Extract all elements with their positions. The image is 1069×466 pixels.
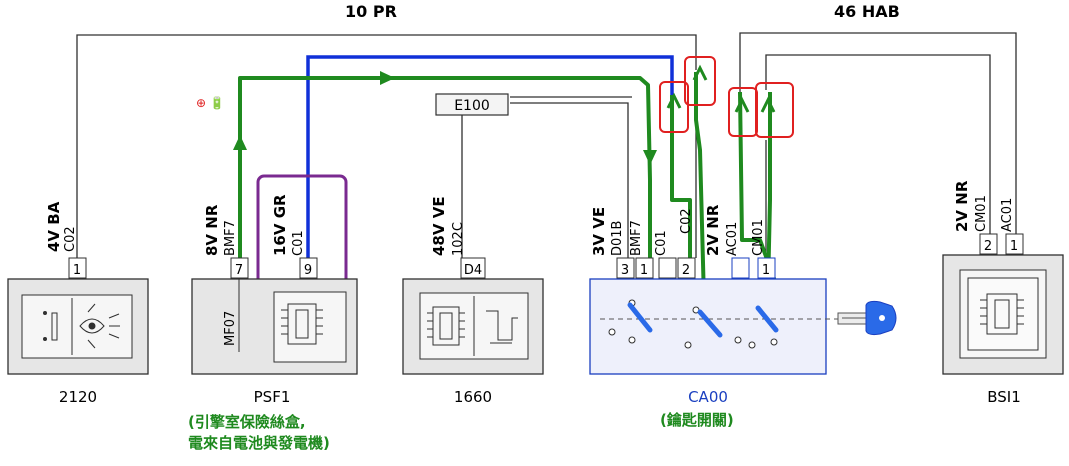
wire-46hab xyxy=(739,32,1017,234)
ca00-caption: (鑰匙開關) xyxy=(660,411,734,429)
svg-text:D4: D4 xyxy=(464,263,482,278)
pin-ca00-1: 1 xyxy=(635,257,654,279)
pin-bsi1-2: 2 xyxy=(979,233,998,255)
psf1-caption-line2: 電來自電池與發電機) xyxy=(188,434,330,452)
highlight-c02 xyxy=(684,56,716,106)
pin-psf1-9: 9 xyxy=(299,257,318,279)
label-ac01-bsi1: AC01 xyxy=(1000,198,1015,232)
pin-ca00-ac01 xyxy=(731,257,750,279)
highlight-c01 xyxy=(659,81,689,133)
label-c02-ca00: C02 xyxy=(679,208,694,234)
label-c01-ca00: C01 xyxy=(654,230,669,256)
pin-2120-1: 1 xyxy=(68,257,87,279)
svg-text:9: 9 xyxy=(304,263,312,278)
pin-ca00-3: 3 xyxy=(616,257,635,279)
blue-current-path xyxy=(306,55,674,258)
highlight-cm01 xyxy=(755,82,794,138)
pin-ca00-2: 2 xyxy=(677,257,696,279)
headlight-switch-icon xyxy=(79,303,120,349)
switch-blades xyxy=(627,302,779,338)
svg-text:3: 3 xyxy=(621,263,629,278)
component-ca00-label: CA00 xyxy=(688,388,728,406)
label-2v-nr-ca00: 2V NR xyxy=(704,204,722,256)
arrow-up-icon xyxy=(233,135,247,150)
component-psf1: MF07 xyxy=(191,278,358,375)
component-1660-label: 1660 xyxy=(454,388,492,406)
label-102c: 102C xyxy=(451,222,466,256)
green-arrows xyxy=(233,71,657,165)
svg-text:7: 7 xyxy=(235,263,243,278)
actuator-icon xyxy=(486,310,518,344)
e100-box xyxy=(435,93,509,116)
pin-ca00-c01 xyxy=(658,257,677,279)
chip-icon xyxy=(281,303,323,345)
pin-bsi1-1: 1 xyxy=(1005,233,1024,255)
label-ac01-ca00: AC01 xyxy=(725,222,740,256)
key-icon xyxy=(837,300,897,336)
svg-text:1: 1 xyxy=(73,263,81,278)
label-2v-nr-bsi1: 2V NR xyxy=(953,180,971,232)
label-cm01-bsi1: CM01 xyxy=(974,195,989,232)
label-c02-2120: C02 xyxy=(63,226,78,252)
svg-text:2: 2 xyxy=(984,239,992,254)
label-4v-ba: 4V BA xyxy=(45,201,63,252)
red-highlights xyxy=(659,56,794,138)
black-wires xyxy=(76,32,1017,258)
pin-1660-d4: D4 xyxy=(460,257,486,279)
component-bsi1-label: BSI1 xyxy=(987,388,1021,406)
label-c01-psf1: C01 xyxy=(291,230,306,256)
wire-cm01 xyxy=(765,54,991,234)
psf1-caption: (引擎室保險絲盒, 電來自電池與發電機) xyxy=(188,412,330,454)
battery-plus-icon: ⊕ 🔋 xyxy=(196,96,225,110)
label-8v-nr: 8V NR xyxy=(203,204,221,256)
component-bsi1 xyxy=(942,254,1064,375)
svg-text:1: 1 xyxy=(640,263,648,278)
label-48v-ve: 48V VE xyxy=(430,196,448,256)
label-d01b: D01B xyxy=(610,221,625,256)
label-3v-ve: 3V VE xyxy=(590,207,608,256)
svg-text:2: 2 xyxy=(682,263,690,278)
component-psf1-label: PSF1 xyxy=(254,388,291,406)
component-1660 xyxy=(402,278,544,375)
fuse-mf07-label: MF07 xyxy=(223,311,238,346)
arrow-right-icon xyxy=(380,71,395,85)
label-bmf7-psf1: BMF7 xyxy=(223,220,238,256)
label-cm01-ca00: CM01 xyxy=(751,219,766,256)
pin-ca00-cm01: 1 xyxy=(757,257,776,279)
label-bmf7-ca00: BMF7 xyxy=(629,220,644,256)
red-highlight-arrows xyxy=(666,64,776,113)
component-2120-label: 2120 xyxy=(59,388,97,406)
svg-text:1: 1 xyxy=(762,263,770,278)
title-46hab: 46 HAB xyxy=(834,2,900,21)
chip-icon xyxy=(427,306,465,346)
wire-10pr xyxy=(76,34,697,258)
component-ca00 xyxy=(589,278,838,375)
label-16v-gr: 16V GR xyxy=(271,194,289,256)
arrow-down-icon xyxy=(643,150,657,165)
svg-text:1: 1 xyxy=(1010,239,1018,254)
pin-boxes: 1 7 9 D4 3 1 2 xyxy=(68,233,1024,279)
title-10pr: 10 PR xyxy=(345,2,397,21)
chip-icon xyxy=(980,293,1024,335)
component-2120 xyxy=(7,278,149,375)
vertical-labels: 4V BA C02 8V NR BMF7 16V GR C01 48V VE 1… xyxy=(45,180,1015,256)
e100-label: E100 xyxy=(454,98,490,114)
psf1-caption-line1: (引擎室保險絲盒, xyxy=(188,413,306,431)
pin-psf1-7: 7 xyxy=(230,257,249,279)
wire-e100-right xyxy=(510,102,629,258)
switch-contacts xyxy=(608,299,778,349)
highlight-ac01 xyxy=(728,87,758,137)
